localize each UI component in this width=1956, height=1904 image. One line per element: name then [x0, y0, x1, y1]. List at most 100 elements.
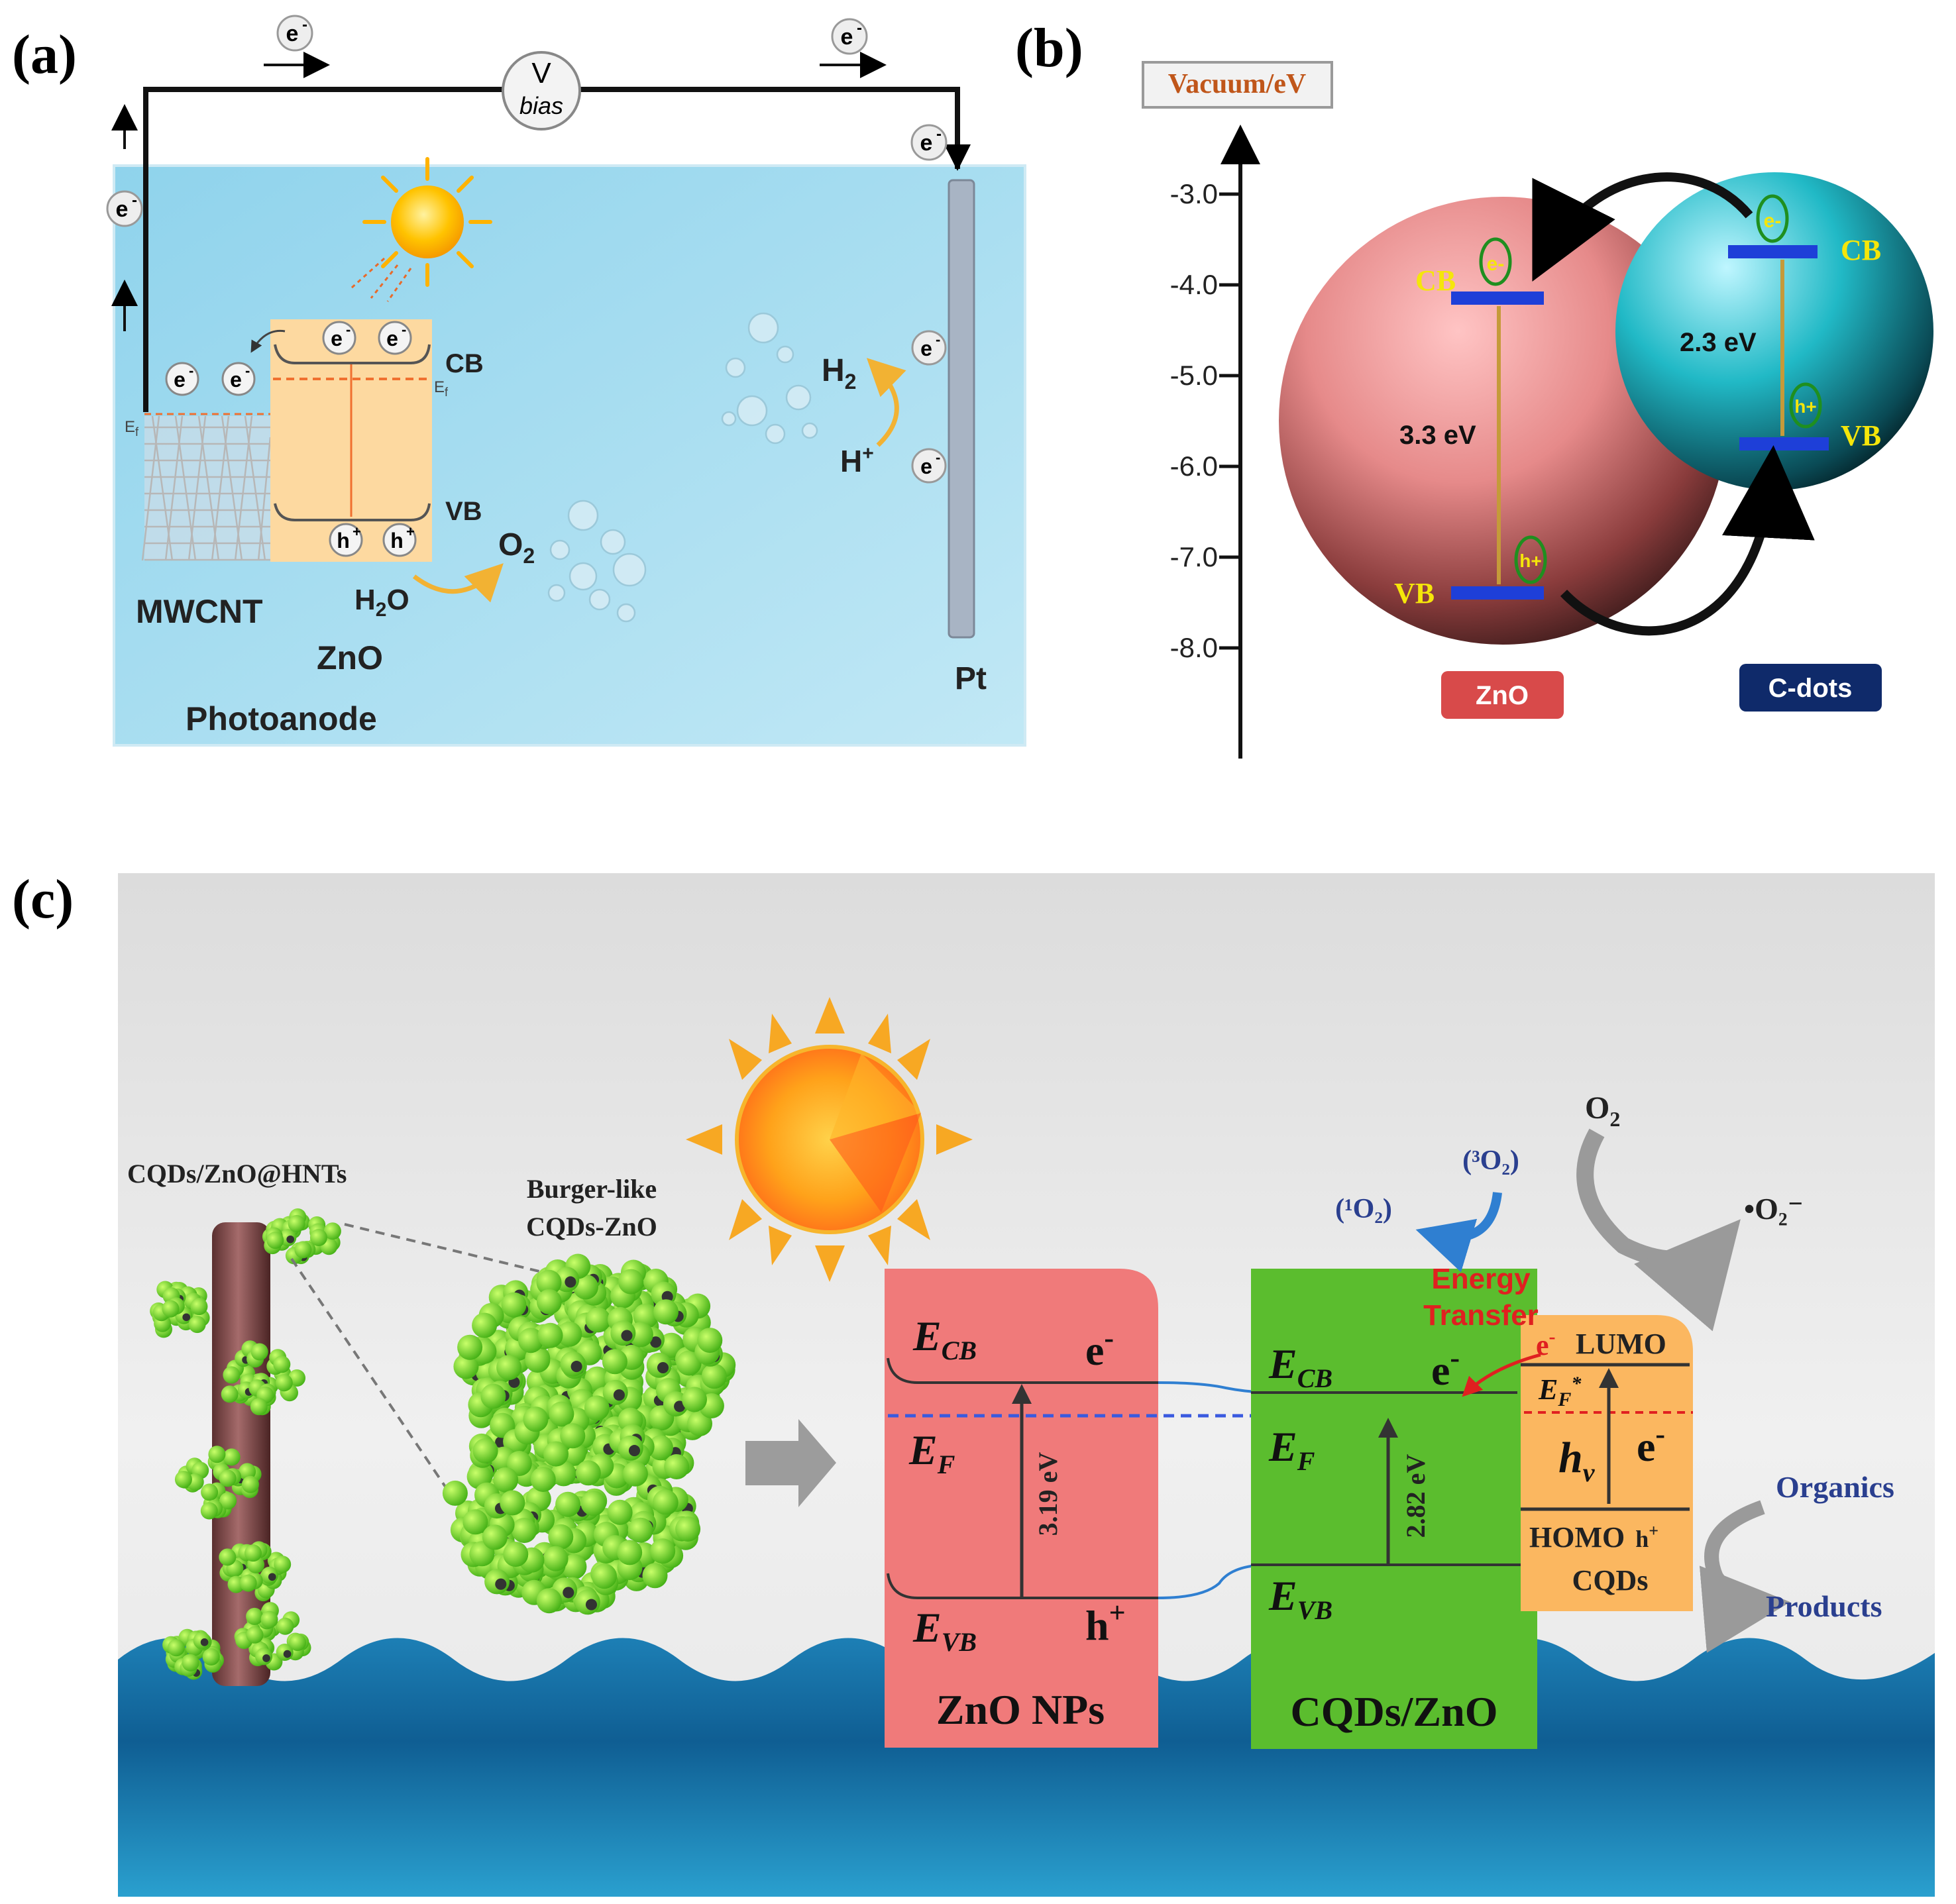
cdots-cb-label: CB	[1841, 234, 1881, 266]
hydrogen-evolution-arrow	[866, 358, 906, 447]
zno-particle	[266, 1232, 284, 1249]
mwcnt-label: MWCNT	[136, 593, 263, 630]
cqd-dot	[200, 1638, 209, 1646]
zno-particle	[676, 1350, 702, 1376]
svg-text:+: +	[406, 523, 415, 540]
zno-particle	[219, 1492, 237, 1510]
zno-electron-label: e-	[1085, 1322, 1114, 1374]
mwcnt-ef-label: Ef	[125, 418, 139, 439]
zno-particle	[525, 1348, 551, 1373]
cdots-hole-ring	[1789, 382, 1822, 429]
oxygen-bubbles	[547, 500, 647, 623]
zno-hole-label: h+	[1085, 1597, 1126, 1649]
zno-particle	[501, 1292, 527, 1318]
o2-label: O2	[1585, 1090, 1620, 1131]
zno-particle	[659, 1332, 684, 1358]
zno-particle	[697, 1328, 723, 1353]
burger-cqds-zno-cluster	[442, 1253, 736, 1615]
oxygen-conversion-arrow	[1415, 1192, 1502, 1273]
zno-particle	[275, 1374, 293, 1392]
svg-text:e: e	[841, 25, 853, 50]
svg-text:-: -	[302, 16, 307, 34]
zno-particle	[480, 1383, 506, 1409]
electron-badge: e -	[911, 330, 947, 366]
zno-particle	[273, 1355, 291, 1373]
zno-particle	[530, 1467, 556, 1492]
cqd-dot	[262, 1654, 270, 1662]
svg-text:e: e	[174, 368, 186, 392]
cdots-electron-ring	[1756, 194, 1789, 243]
burger-label-line2: CQDs-ZnO	[526, 1212, 657, 1242]
cqd-dot	[650, 1336, 662, 1348]
zno-hole-label: h+	[1519, 551, 1541, 571]
zno-particle	[244, 1544, 262, 1562]
zno-particle	[246, 1607, 264, 1625]
zno-particle	[246, 1626, 264, 1644]
zno-hole-ring	[1514, 535, 1547, 584]
photoanode-label: Photoanode	[186, 700, 377, 737]
hnt-label: CQDs/ZnO@HNTs	[127, 1159, 347, 1189]
axis-tick-label: -8.0	[1170, 632, 1218, 663]
zno-particle	[592, 1563, 617, 1589]
cqd-dot	[563, 1587, 574, 1599]
electron-transfer-arrow	[250, 329, 286, 353]
products-label: Products	[1766, 1589, 1882, 1623]
panel-c-label: (c)	[12, 869, 74, 930]
zno-cb-label: CB	[1415, 264, 1456, 297]
zno-particle	[701, 1363, 727, 1389]
zoom-line-top	[344, 1223, 584, 1283]
svg-text:e: e	[920, 337, 932, 360]
zno-vb-label: VB	[445, 497, 482, 526]
zno-ef-label: Ef	[434, 378, 449, 399]
zno-particle	[260, 1611, 278, 1628]
electron-badge: e -	[221, 362, 256, 396]
zno-particle	[200, 1502, 218, 1520]
electron-badge: e -	[911, 448, 947, 484]
zno-particle	[482, 1524, 508, 1550]
zno-particle	[241, 1475, 259, 1493]
zno-ef-label: EF	[908, 1426, 955, 1479]
zno-particle	[536, 1289, 562, 1314]
cqdzno-ecb-label: ECB	[1268, 1340, 1332, 1393]
cdots-hole-label: h+	[1794, 396, 1816, 417]
svg-text:e: e	[116, 197, 129, 222]
zno-particle	[557, 1321, 582, 1347]
zno-particle	[607, 1499, 633, 1525]
cdots-badge	[1739, 664, 1882, 712]
cqd-dot	[613, 1389, 625, 1401]
zno-particle	[162, 1300, 180, 1318]
electron-badge: e -	[165, 362, 199, 396]
hnt-cqd-zno-clusters	[150, 1208, 341, 1680]
svg-text:-: -	[346, 321, 351, 338]
zno-cb-level	[1451, 291, 1544, 305]
superoxide-label: •O₂⁻	[1744, 1192, 1804, 1226]
zno-particle	[648, 1435, 673, 1461]
cqd-electron-mid: e-	[1637, 1418, 1665, 1470]
cqd-hv-label: hv	[1558, 1434, 1596, 1487]
hole-badge: h +	[382, 523, 417, 557]
voltmeter-v-label: V	[531, 57, 551, 89]
zno-particle	[653, 1489, 679, 1515]
zno-nps-label: ZnO NPs	[936, 1686, 1105, 1733]
cdots-vb-level	[1739, 437, 1829, 450]
svg-text:-: -	[936, 331, 940, 348]
cdots-gap-label: 2.3 eV	[1680, 328, 1757, 357]
zno-particle	[627, 1517, 653, 1543]
svg-text:-: -	[936, 125, 942, 143]
zno-gap-label: 3.19 eV	[1033, 1452, 1063, 1536]
zno-particle	[289, 1634, 307, 1652]
superoxide-arrow	[1576, 1128, 1741, 1332]
zno-particle	[602, 1349, 627, 1375]
zno-electron-label: e-	[1487, 253, 1505, 275]
zno-particle	[682, 1387, 707, 1412]
cqds-box	[1521, 1315, 1693, 1611]
svg-text:-: -	[936, 449, 940, 466]
zno-cb-label: CB	[445, 349, 484, 378]
hydrogen-bubbles	[721, 312, 818, 445]
process-arrow	[745, 1419, 836, 1507]
svg-text:-: -	[402, 321, 406, 338]
zno-particle	[221, 1385, 239, 1403]
zno-particle	[496, 1355, 522, 1381]
zno-particle	[536, 1588, 562, 1614]
